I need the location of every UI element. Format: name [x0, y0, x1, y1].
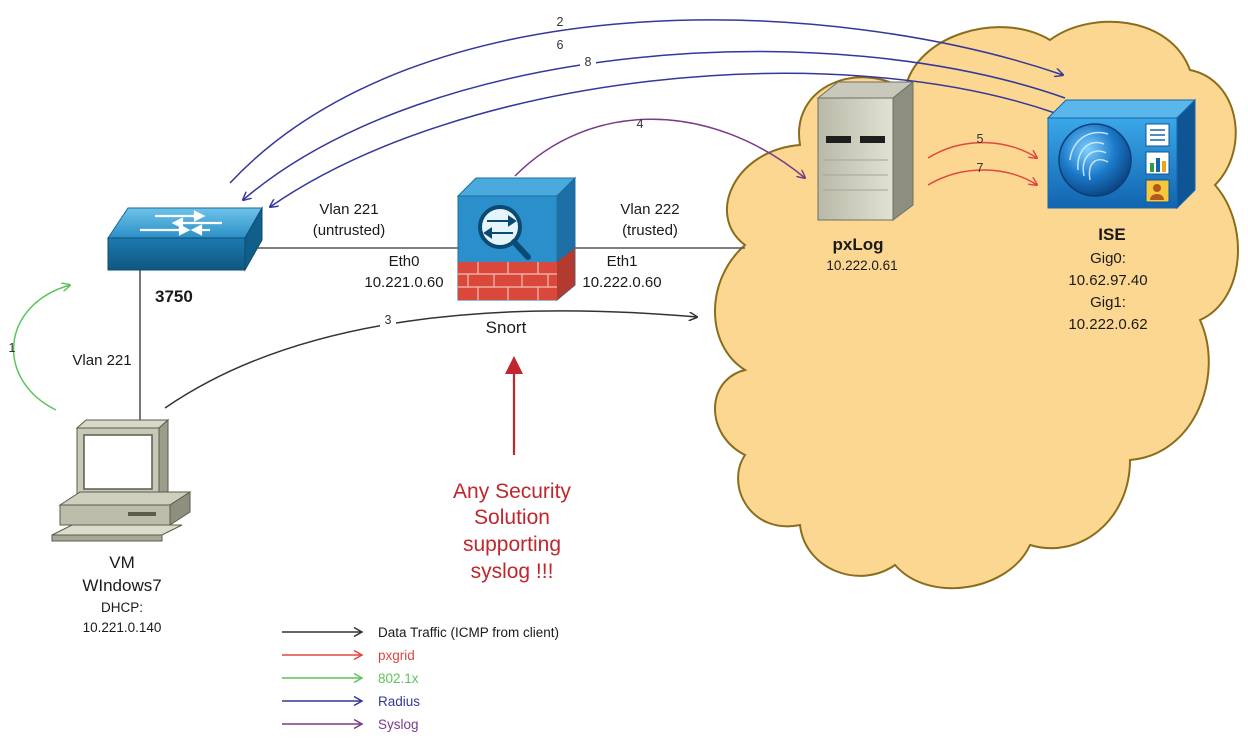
step-4-label: 4 [637, 117, 644, 131]
syslog-flow: 4 [514, 117, 805, 178]
radius-arc-8 [270, 72, 1056, 207]
vlan221-untrusted-label: (untrusted) [313, 222, 386, 239]
server-icon [816, 80, 915, 221]
ise-name-label: ISE [1098, 225, 1125, 244]
step-1-label: 1 [9, 341, 16, 355]
eth0-ip-label: 10.221.0.60 [364, 274, 443, 291]
pxgrid-arc-5 [927, 141, 1037, 158]
callout-line-2: Solution [474, 506, 550, 529]
step-7-label: 7 [977, 161, 984, 175]
snort-appliance[interactable]: Snort [456, 176, 577, 337]
step-3-label: 3 [385, 313, 392, 327]
pxlog-ip-label: 10.222.0.61 [826, 258, 897, 273]
vm-windows7-client[interactable]: VM WIndows7 DHCP: 10.221.0.140 [51, 418, 192, 635]
switch-icon [107, 206, 263, 272]
legend-label: Syslog [378, 717, 419, 732]
legend: Data Traffic (ICMP from client) pxgrid 802… [282, 625, 559, 732]
legend-label: Data Traffic (ICMP from client) [378, 625, 559, 640]
snort-name-label: Snort [486, 318, 527, 337]
vlan222-trusted-label: (trusted) [622, 222, 678, 239]
legend-item: 802.1x [282, 671, 419, 686]
legend-label: pxgrid [378, 648, 415, 663]
eth1-label: Eth1 [607, 253, 638, 270]
ise-gig1-label: Gig1: [1090, 294, 1126, 311]
physical-links [139, 247, 745, 425]
switch-3750[interactable]: 3750 [107, 206, 263, 306]
vlan221-label: Vlan 221 [319, 201, 378, 218]
eth0-label: Eth0 [389, 253, 420, 270]
pxgrid-flows: 5 7 [927, 132, 1037, 185]
vlan222-label: Vlan 222 [620, 201, 679, 218]
link-labels: Vlan 221 (untrusted) Eth0 10.221.0.60 Vl… [72, 201, 679, 369]
callout-line-4: syslog !!! [471, 560, 554, 583]
legend-item: Radius [282, 694, 420, 709]
switch-name-label: 3750 [155, 287, 193, 306]
pxlog-name-label: pxLog [833, 235, 884, 254]
vm-dhcp-label: DHCP: [101, 600, 143, 615]
step-2-label: 2 [557, 15, 564, 29]
arrow-right-icon [282, 718, 364, 730]
legend-item: Data Traffic (ICMP from client) [282, 625, 559, 640]
pxlog-server[interactable]: pxLog 10.222.0.61 [816, 80, 915, 273]
security-callout: Any Security Solution supporting syslog … [453, 356, 571, 583]
vlan221-side-label: Vlan 221 [72, 352, 131, 369]
radius-flows: 2 6 8 [229, 13, 1066, 207]
legend-item: pxgrid [282, 648, 415, 663]
pxgrid-arc-7 [927, 169, 1037, 185]
dot1x-arc-1 [12, 285, 70, 411]
vm-ip-label: 10.221.0.140 [83, 620, 162, 635]
data-arc-3 [164, 310, 697, 409]
vm-label-line1: VM [109, 553, 135, 572]
step-8-label: 8 [585, 55, 592, 69]
arrow-right-icon [282, 672, 364, 684]
ise-icon [1046, 98, 1197, 210]
arrow-right-icon [282, 649, 364, 661]
callout-line-1: Any Security [453, 480, 571, 503]
syslog-arc-4 [514, 118, 805, 178]
legend-item: Syslog [282, 717, 419, 732]
legend-label: Radius [378, 694, 420, 709]
step-6-label: 6 [557, 38, 564, 52]
ise-appliance[interactable]: ISE Gig0: 10.62.97.40 Gig1: 10.222.0.62 [1046, 98, 1197, 333]
callout-line-3: supporting [463, 533, 561, 556]
firewall-icon [456, 176, 577, 302]
computer-icon [51, 418, 192, 542]
dot1x-flow: 1 [9, 285, 70, 411]
radius-arc-2 [229, 19, 1063, 184]
ise-gig0-ip: 10.62.97.40 [1068, 272, 1147, 289]
vm-label-line2: WIndows7 [82, 576, 161, 595]
ise-gig0-label: Gig0: [1090, 250, 1126, 267]
arrow-right-icon [282, 695, 364, 707]
legend-label: 802.1x [378, 671, 419, 686]
radius-arc-6 [243, 50, 1066, 200]
arrow-right-icon [282, 626, 364, 638]
eth1-ip-label: 10.222.0.60 [582, 274, 661, 291]
ise-gig1-ip: 10.222.0.62 [1068, 316, 1147, 333]
data-traffic-flow: 3 [164, 310, 697, 409]
step-5-label: 5 [977, 132, 984, 146]
